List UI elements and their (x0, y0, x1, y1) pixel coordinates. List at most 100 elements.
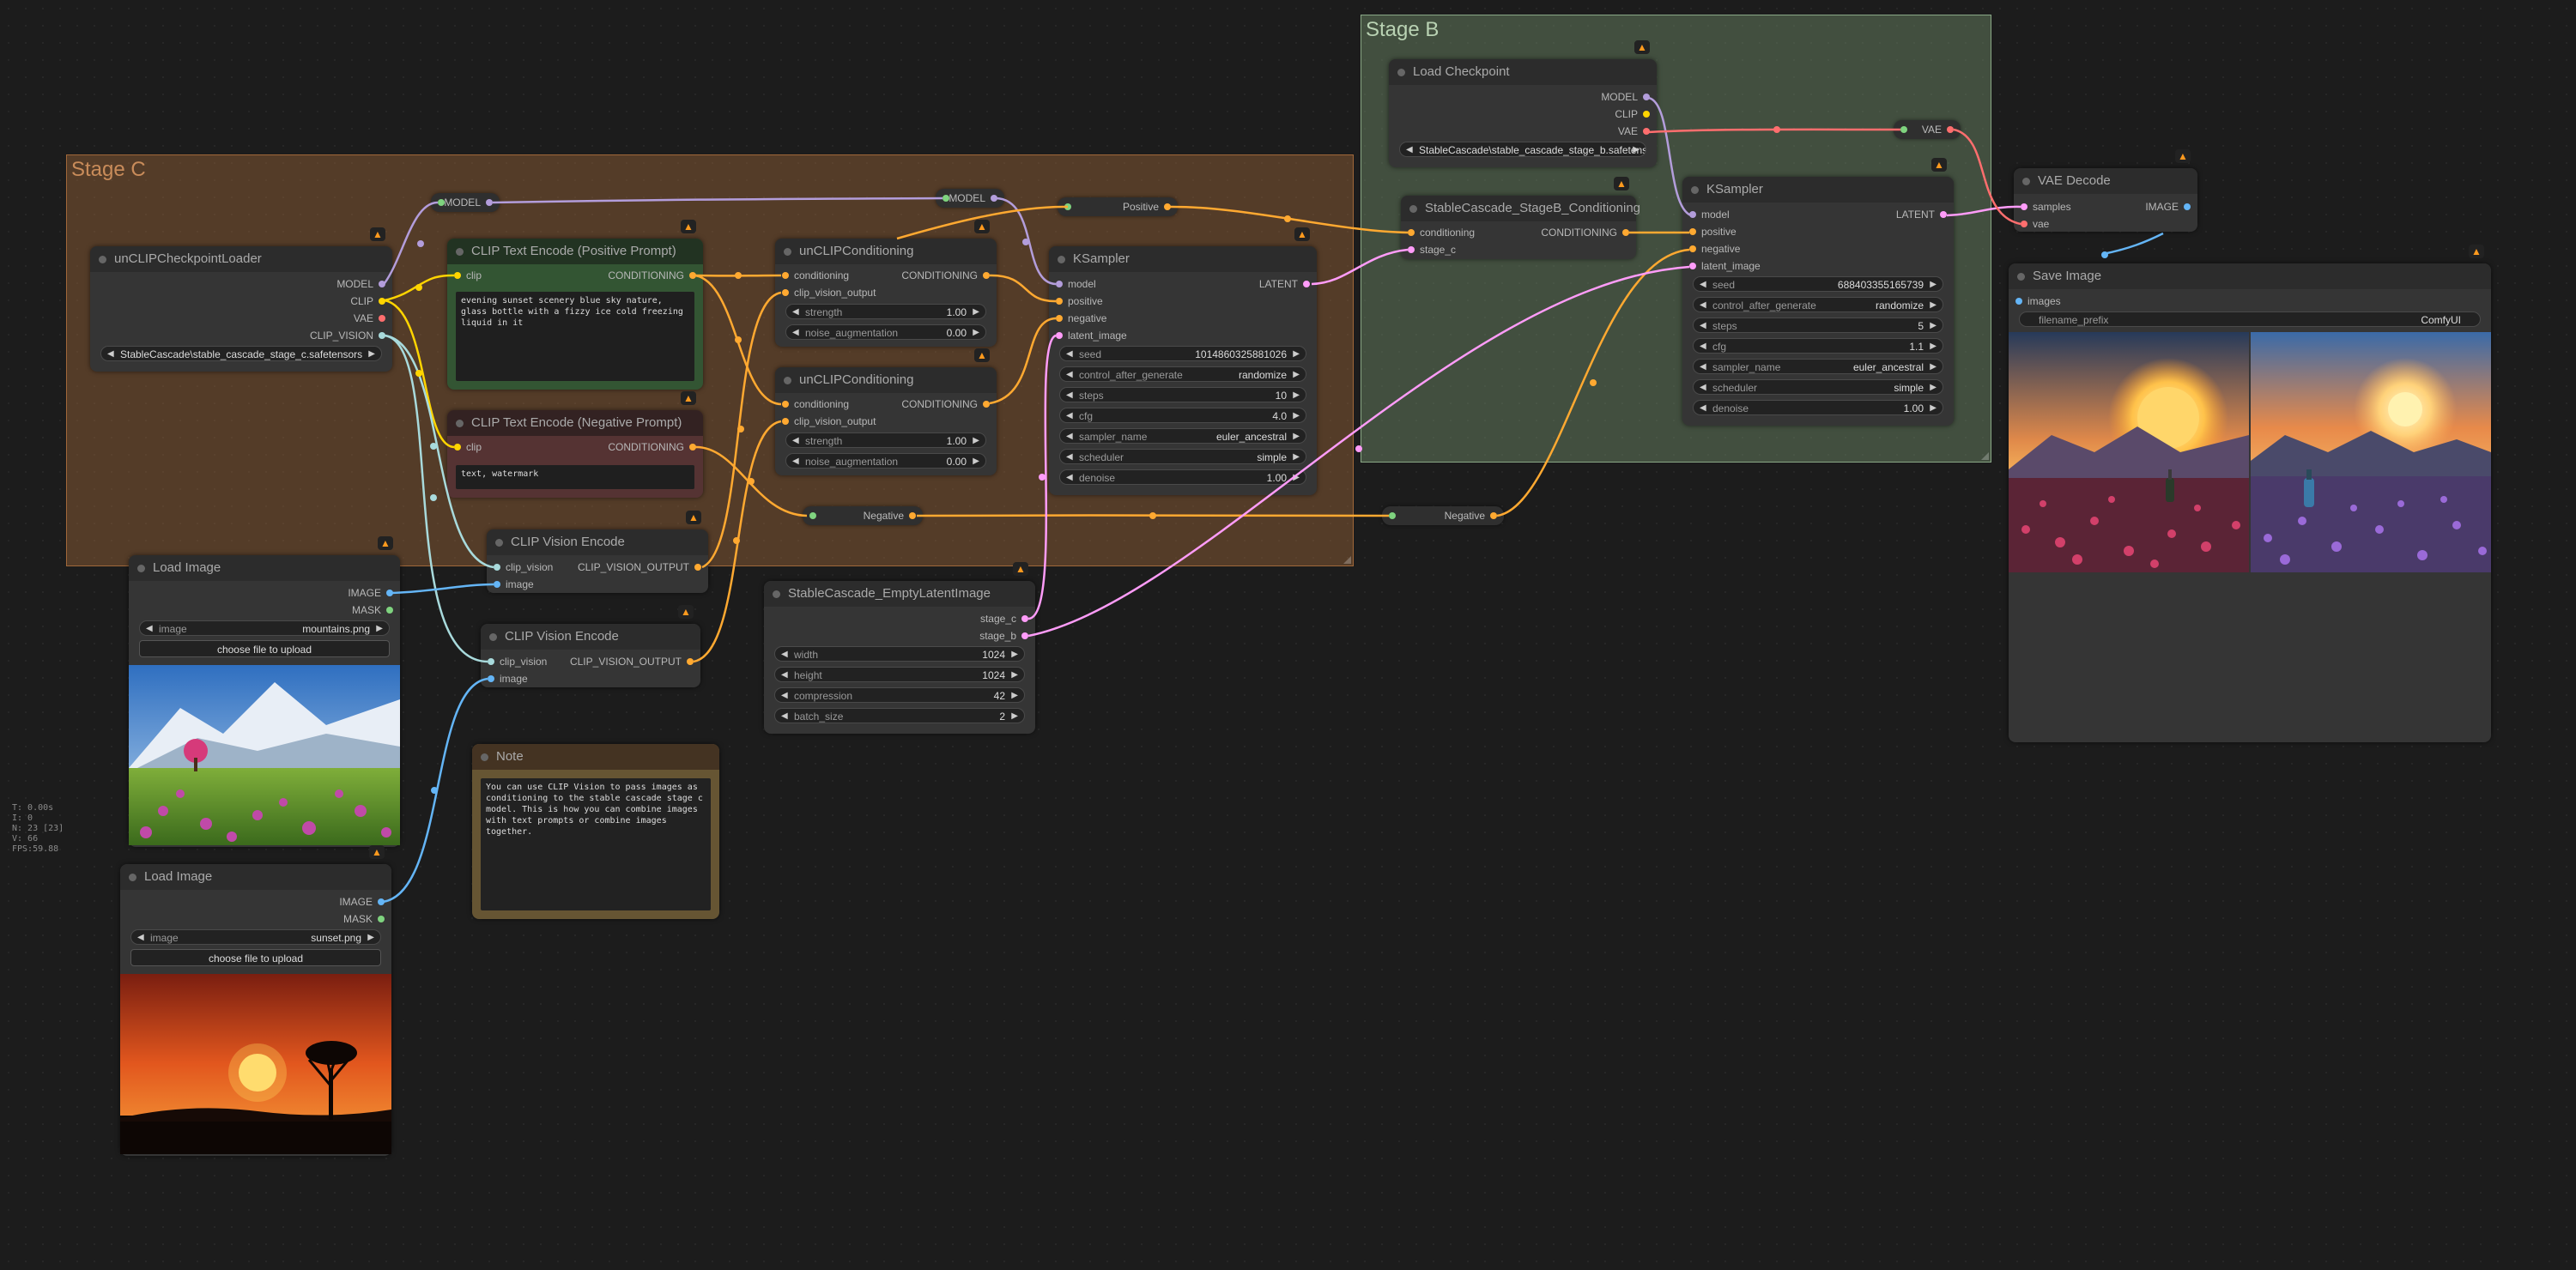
arrow-left-icon[interactable]: ◀ (781, 650, 788, 659)
slot-dot[interactable] (1643, 94, 1650, 100)
output-image-preview-1[interactable] (2009, 332, 2249, 572)
reroute-input-dot[interactable] (809, 512, 816, 519)
node-title[interactable]: CLIP Vision Encode (481, 624, 700, 650)
input-negative[interactable]: negative (1056, 310, 1106, 327)
output-clip[interactable]: CLIP (1615, 106, 1650, 123)
node-clip-text-encode-negative[interactable]: ▲ CLIP Text Encode (Negative Prompt) cli… (447, 391, 703, 498)
arrow-right-icon[interactable]: ▶ (368, 349, 375, 359)
arrow-left-icon[interactable]: ◀ (1700, 362, 1706, 372)
slot-dot[interactable] (379, 332, 385, 339)
arrow-right-icon[interactable]: ▶ (1293, 349, 1300, 359)
slot-dot[interactable] (2021, 203, 2027, 210)
slot-dot[interactable] (2184, 203, 2191, 210)
slot-dot[interactable] (378, 916, 385, 922)
node-clip-vision-encode[interactable]: ▲ CLIP Vision Encode clip_vision image C… (487, 511, 708, 593)
slot-dot[interactable] (689, 272, 696, 279)
upload-button[interactable]: choose file to upload (139, 640, 390, 657)
output-conditioning[interactable]: CONDITIONING (1541, 224, 1629, 241)
slot-dot[interactable] (687, 658, 694, 665)
input-images[interactable]: images (2015, 293, 2061, 310)
arrow-right-icon[interactable]: ▶ (973, 328, 979, 337)
output-mask[interactable]: MASK (352, 602, 393, 619)
reroute-input-dot[interactable] (1389, 512, 1396, 519)
input-model[interactable]: model (1056, 275, 1096, 293)
node-title[interactable]: Load Image (129, 555, 400, 581)
slot-dot[interactable] (379, 315, 385, 322)
node-title[interactable]: KSampler (1049, 246, 1317, 272)
arrow-right-icon[interactable]: ▶ (1293, 370, 1300, 379)
reroute-output-dot[interactable] (991, 195, 997, 202)
output-latent[interactable]: LATENT (1896, 206, 1947, 223)
arrow-right-icon[interactable]: ▶ (1293, 452, 1300, 462)
upload-button[interactable]: choose file to upload (130, 949, 381, 966)
node-title[interactable]: unCLIPConditioning (775, 367, 997, 393)
output-clip-vision-output[interactable]: CLIP_VISION_OUTPUT (578, 559, 701, 576)
input-vae[interactable]: vae (2021, 215, 2049, 233)
arrow-left-icon[interactable]: ◀ (781, 670, 788, 680)
input-latent-image[interactable]: latent_image (1689, 257, 1761, 275)
reroute-negative[interactable]: Negative (1382, 506, 1504, 525)
arrow-right-icon[interactable]: ▶ (1930, 403, 1937, 413)
slot-dot[interactable] (1643, 128, 1650, 135)
slot-dot[interactable] (1689, 211, 1696, 218)
arrow-right-icon[interactable]: ▶ (1930, 342, 1937, 351)
arrow-left-icon[interactable]: ◀ (792, 328, 799, 337)
arrow-right-icon[interactable]: ▶ (1930, 362, 1937, 372)
slot-dot[interactable] (1056, 332, 1063, 339)
arrow-right-icon[interactable]: ▶ (973, 307, 979, 317)
reroute-output-dot[interactable] (909, 512, 916, 519)
input-latent-image[interactable]: latent_image (1056, 327, 1127, 344)
output-stage-b[interactable]: stage_b (979, 627, 1028, 644)
ckpt-name-combo[interactable]: ◀StableCascade\stable_cascade_stage_c.sa… (100, 346, 382, 361)
arrow-left-icon[interactable]: ◀ (781, 691, 788, 700)
arrow-left-icon[interactable]: ◀ (792, 457, 799, 466)
slot-dot[interactable] (1643, 111, 1650, 118)
arrow-right-icon[interactable]: ▶ (1633, 145, 1640, 154)
input-stage-c[interactable]: stage_c (1408, 241, 1456, 258)
arrow-right-icon[interactable]: ▶ (973, 457, 979, 466)
node-title[interactable]: CLIP Text Encode (Negative Prompt) (447, 410, 703, 436)
arrow-left-icon[interactable]: ◀ (1700, 280, 1706, 289)
arrow-left-icon[interactable]: ◀ (1066, 452, 1073, 462)
node-title[interactable]: Save Image (2009, 263, 2491, 289)
input-samples[interactable]: samples (2021, 198, 2071, 215)
slot-dot[interactable] (1408, 229, 1415, 236)
arrow-left-icon[interactable]: ◀ (792, 307, 799, 317)
input-clip-vision-output[interactable]: clip_vision_output (782, 413, 876, 430)
arrow-left-icon[interactable]: ◀ (781, 711, 788, 721)
arrow-right-icon[interactable]: ▶ (1293, 411, 1300, 420)
slot-dot[interactable] (782, 401, 789, 408)
input-image[interactable]: image (488, 670, 528, 687)
arrow-left-icon[interactable]: ◀ (1700, 383, 1706, 392)
slot-dot[interactable] (488, 675, 494, 682)
output-conditioning[interactable]: CONDITIONING (901, 396, 990, 413)
output-clip-vision[interactable]: CLIP_VISION (310, 327, 385, 344)
node-title[interactable]: KSampler (1682, 177, 1954, 203)
input-clip-vision[interactable]: clip_vision (488, 653, 547, 670)
arrow-right-icon[interactable]: ▶ (376, 624, 383, 633)
input-clip[interactable]: clip (454, 267, 482, 284)
arrow-left-icon[interactable]: ◀ (1700, 403, 1706, 413)
input-model[interactable]: model (1689, 206, 1730, 223)
group-resize-handle[interactable] (1343, 556, 1351, 564)
node-unclip-conditioning[interactable]: ▲ unCLIPConditioning conditioning clip_v… (775, 220, 997, 347)
arrow-right-icon[interactable]: ▶ (1293, 473, 1300, 482)
slot-dot[interactable] (1689, 263, 1696, 269)
arrow-left-icon[interactable]: ◀ (1700, 321, 1706, 330)
slot-dot[interactable] (1622, 229, 1629, 236)
arrow-right-icon[interactable]: ▶ (1011, 650, 1018, 659)
node-stageb-conditioning[interactable]: ▲ StableCascade_StageB_Conditioning cond… (1401, 177, 1640, 259)
output-mask[interactable]: MASK (343, 910, 385, 928)
node-clip-text-encode-positive[interactable]: ▲ CLIP Text Encode (Positive Prompt) cli… (447, 220, 703, 390)
slot-dot[interactable] (782, 418, 789, 425)
